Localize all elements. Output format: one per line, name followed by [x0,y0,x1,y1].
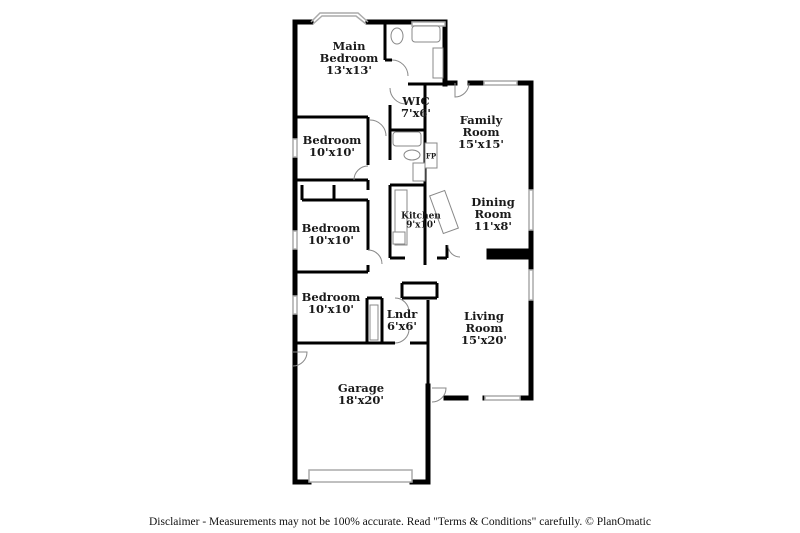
room-name-line: Bedroom [319,50,379,65]
room-label-bedroom-3: Bedroom 10'x10' [302,291,361,315]
room-size: 15'x15' [458,137,504,152]
room-size: 7'x6' [401,106,431,120]
door-swings [292,59,470,403]
windows [292,21,534,483]
room-name-line: Room [465,320,503,335]
room-name-line: Main [332,38,366,53]
room-name-line: FP [425,151,437,161]
exterior-walls [292,19,534,485]
room-label-laundry: Lndr 6'x6' [387,308,418,332]
room-name-line: Room [474,206,512,221]
bay-window [310,12,369,25]
room-size: 18'x20' [338,393,384,407]
fixtures [369,25,459,341]
room-size: 13'x13' [326,63,372,78]
room-label-garage: Garage 18'x20' [338,382,384,406]
room-size: 10'x10' [309,145,355,159]
room-size: 10'x10' [308,302,354,316]
room-name-line: Family [459,112,503,127]
room-label-main-bedroom: Main Bedroom 13'x13' [320,40,379,76]
room-label-bedroom-2: Bedroom 10'x10' [302,222,361,246]
room-name-line: Bedroom [301,220,361,235]
room-label-dining-room: Dining Room 11'x8' [471,196,514,232]
room-label-wic: WIC 7'x6' [401,95,431,119]
room-size: 9'x10' [406,221,436,231]
room-name-line: Lndr [386,306,418,321]
room-name-line: Bedroom [302,132,362,147]
room-name-line: Kitchen [401,211,441,222]
room-name-line: Garage [337,380,385,395]
room-name-line: WIC [402,93,430,108]
room-name-line: Living [464,308,504,323]
room-name-line: Bedroom [301,289,361,304]
room-label-family-room: Family Room 15'x15' [458,114,504,150]
room-size: 11'x8' [474,219,512,234]
room-label-fireplace: FP [425,151,437,161]
room-size: 6'x6' [387,319,417,333]
room-label-bedroom-1: Bedroom 10'x10' [303,134,362,158]
room-label-living-room: Living Room 15'x20' [461,310,507,346]
room-name-line: Room [462,124,500,139]
room-name-line: Dining [471,194,515,209]
interior-walls [295,22,533,386]
room-label-kitchen: Kitchen 9'x10' [401,211,441,232]
room-size: 10'x10' [308,233,354,247]
room-size: 15'x20' [461,333,507,348]
disclaimer-text: Disclaimer - Measurements may not be 100… [149,516,651,528]
